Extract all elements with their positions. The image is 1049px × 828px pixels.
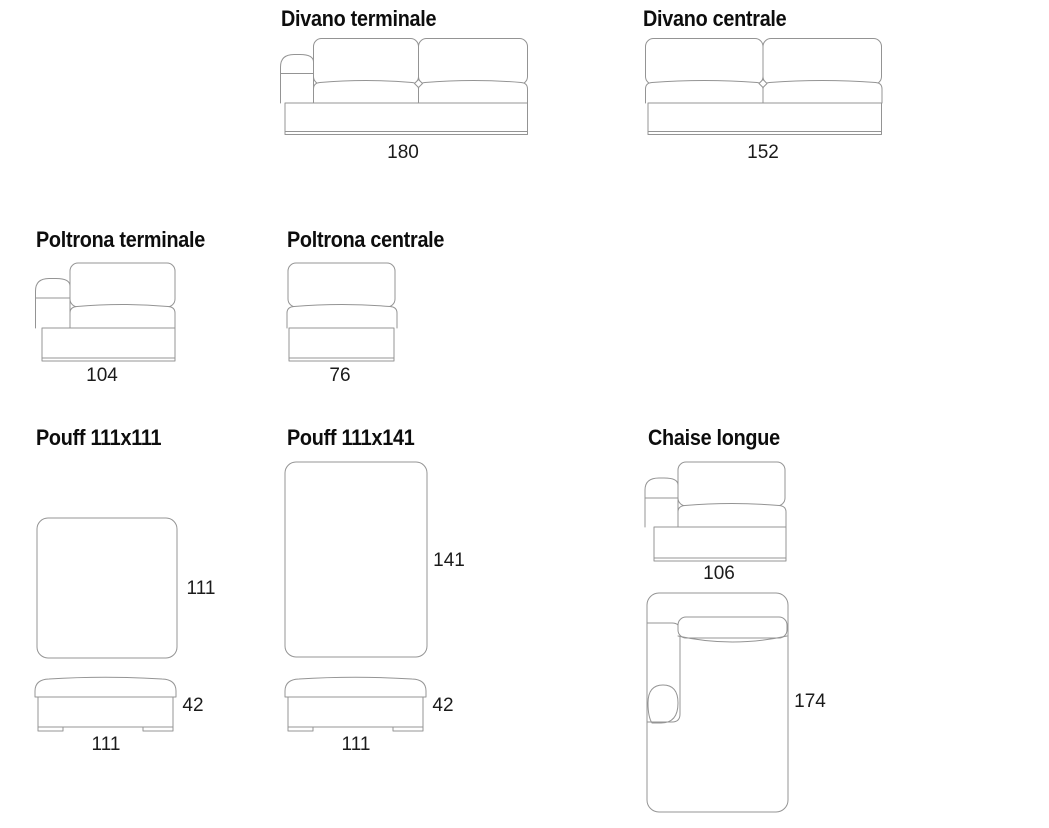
armrest-roll [648, 685, 678, 723]
pouff-foot-right [143, 727, 173, 731]
pouff-cushion [285, 677, 426, 697]
pouff-foot-left [38, 727, 63, 731]
base-strip [289, 358, 394, 361]
pouff-111x111-title: Pouff 111x111 [36, 425, 162, 450]
pouff-base [38, 697, 173, 727]
armrest-panel [647, 623, 680, 722]
base-strip [654, 558, 786, 561]
chaise-longue-title: Chaise longue [648, 425, 780, 450]
poltrona-centrale-width-label: 76 [329, 365, 351, 386]
back-cushion-edge [678, 636, 787, 642]
back-cushion-right [763, 39, 882, 85]
pouff-111x141-height-label: 42 [432, 695, 454, 716]
pouff-base [288, 697, 423, 727]
pouff-111x141-width-label: 111 [341, 734, 371, 755]
pouff-111x141-front-drawing [282, 672, 430, 736]
back-cushion-left [314, 39, 419, 85]
back-cushion-top [678, 617, 787, 638]
pouff-111x111-front-drawing [32, 672, 180, 736]
divano-centrale-front-drawing [644, 36, 884, 138]
base-strip [42, 358, 175, 361]
divano-terminale-title: Divano terminale [281, 6, 437, 31]
poltrona-terminale-width-label: 104 [86, 365, 118, 386]
chaise-longue-depth-label: 174 [794, 691, 826, 712]
armrest-left [36, 279, 71, 329]
seat-cushion-right [763, 81, 882, 104]
base-strip [285, 132, 528, 135]
seat-cushion-left [646, 81, 764, 104]
pouff-cushion [35, 677, 176, 697]
base-strip [648, 132, 882, 135]
cushion-junction [415, 80, 423, 88]
armrest-left [645, 478, 678, 527]
pouff-111x111-width-label: 111 [91, 734, 121, 755]
pouff-top-outline [37, 518, 177, 658]
seat-cushion [678, 504, 786, 528]
pouff-111x141-top-drawing [283, 460, 429, 660]
seat-cushion [70, 305, 175, 329]
poltrona-centrale-front-drawing [285, 259, 400, 363]
base [42, 328, 175, 358]
poltrona-terminale-front-drawing [33, 259, 179, 363]
pouff-111x111-top-drawing [34, 516, 180, 662]
divano-centrale-width-label: 152 [747, 142, 779, 163]
back-cushion [678, 462, 785, 506]
chaise-longue-front-drawing [643, 458, 791, 563]
back-cushion-left [646, 39, 764, 85]
back-cushion [70, 263, 175, 307]
poltrona-centrale-title: Poltrona centrale [287, 227, 445, 252]
seat-cushion-left [314, 81, 419, 104]
base [654, 527, 786, 558]
seat-cushion-right [419, 81, 528, 104]
armrest-left [281, 55, 314, 104]
pouff-foot-left [288, 727, 313, 731]
pouff-111x111-depth-label: 111 [186, 578, 216, 599]
divano-centrale-title: Divano centrale [643, 6, 787, 31]
divano-terminale-width-label: 180 [387, 142, 419, 163]
base [648, 103, 882, 132]
pouff-111x141-depth-label: 141 [433, 550, 465, 571]
divano-terminale-front-drawing [278, 36, 530, 138]
base [285, 103, 528, 132]
chaise-longue-top-drawing [644, 590, 792, 816]
back-cushion-right [419, 39, 528, 85]
base [289, 328, 394, 358]
back-cushion [288, 263, 395, 307]
pouff-111x141-title: Pouff 111x141 [287, 425, 415, 450]
cushion-junction [759, 80, 767, 88]
pouff-111x111-height-label: 42 [182, 695, 204, 716]
seat-cushion [287, 305, 397, 329]
chaise-longue-width-label: 106 [703, 563, 735, 584]
pouff-top-outline [285, 462, 427, 657]
chaise-outline [647, 593, 788, 812]
pouff-foot-right [393, 727, 423, 731]
poltrona-terminale-title: Poltrona terminale [36, 227, 205, 252]
